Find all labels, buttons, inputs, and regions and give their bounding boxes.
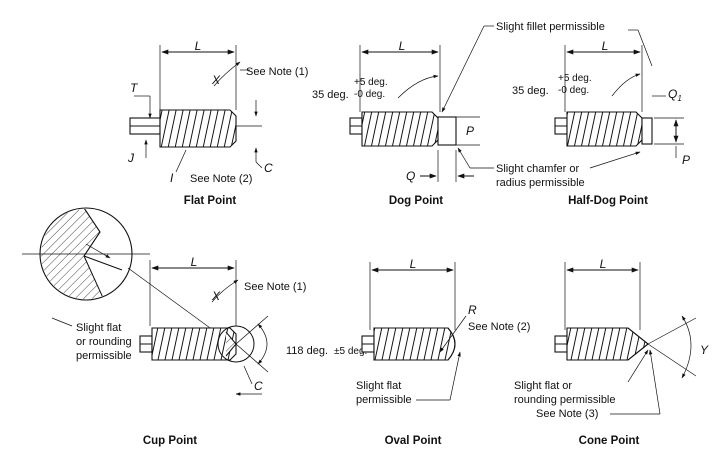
flat-X-label: X bbox=[211, 73, 221, 87]
cup-angle-118: 118 deg. bbox=[286, 345, 328, 357]
oval-see-note-2: See Note (2) bbox=[468, 321, 530, 333]
dog-point-figure: L 35 deg. +5 deg. -0 deg. P Q Slight fil… bbox=[312, 21, 653, 207]
flat-point-title: Flat Point bbox=[184, 195, 237, 207]
oval-L-label: L bbox=[410, 257, 417, 271]
dog-point-tip bbox=[437, 116, 457, 146]
cup-C-label: C bbox=[254, 379, 263, 393]
cone-flat-note-1: Slight flat or bbox=[514, 380, 572, 392]
flat-J-label: J bbox=[127, 151, 135, 165]
oval-point-title: Oval Point bbox=[385, 435, 442, 447]
half-dog-Q1-label: Q1 bbox=[668, 87, 682, 103]
cone-flat-note-2: rounding permissible bbox=[514, 394, 616, 406]
half-dog-angle-35: 35 deg. bbox=[512, 85, 549, 97]
dog-Q-label: Q bbox=[406, 169, 415, 183]
slight-fillet-note: Slight fillet permissible bbox=[496, 21, 605, 33]
oval-flat-note-2: permissible bbox=[356, 394, 412, 406]
cone-screw-thread bbox=[566, 327, 649, 361]
cup-point-title: Cup Point bbox=[143, 435, 197, 447]
half-dog-screw-thread bbox=[566, 111, 643, 147]
flat-see-note-2: See Note (2) bbox=[190, 173, 252, 185]
cup-L-label: L bbox=[191, 255, 198, 269]
half-dog-tol-minus: -0 deg. bbox=[558, 85, 589, 96]
half-dog-P-label: P bbox=[682, 153, 690, 167]
oval-screw-thread bbox=[373, 327, 456, 361]
oval-point-figure: L R See Note (2) Slight flat permissible… bbox=[356, 257, 530, 447]
dog-tol-plus: +5 deg. bbox=[354, 77, 388, 88]
cone-point-title: Cone Point bbox=[579, 435, 640, 447]
half-dog-L-label: L bbox=[602, 39, 609, 53]
dog-chamfer-note-1: Slight chamfer or bbox=[496, 163, 579, 175]
dog-tol-minus: -0 deg. bbox=[354, 89, 385, 100]
flat-C-label: C bbox=[264, 161, 273, 175]
half-dog-point-tip bbox=[641, 117, 653, 145]
cup-see-note-1: See Note (1) bbox=[244, 281, 306, 293]
cup-flat-note-2: or rounding bbox=[76, 336, 132, 348]
cone-Y-label: Y bbox=[700, 343, 709, 357]
dog-chamfer-note-2: radius permissible bbox=[496, 177, 585, 189]
cup-angle-tol: ±5 deg. bbox=[334, 346, 367, 357]
dog-P-label: P bbox=[466, 124, 474, 138]
flat-point-figure: L T J X See Note (1) C I See Note (2) Fl… bbox=[127, 39, 308, 207]
cone-point-figure: L Y Slight flat or rounding permissible … bbox=[514, 257, 709, 447]
cup-flat-note-1: Slight flat bbox=[76, 322, 121, 334]
half-dog-point-figure: L 35 deg. +5 deg. -0 deg. Q1 P Half-Dog … bbox=[512, 39, 690, 207]
cup-flat-note-3: permissible bbox=[76, 350, 132, 362]
cone-L-label: L bbox=[600, 257, 607, 271]
dog-point-title: Dog Point bbox=[389, 195, 443, 207]
flat-T-label: T bbox=[130, 81, 139, 95]
half-dog-tol-plus: +5 deg. bbox=[558, 73, 592, 84]
flat-I-label: I bbox=[170, 171, 174, 185]
dog-L-label: L bbox=[399, 39, 406, 53]
dog-angle-35: 35 deg. bbox=[312, 89, 349, 101]
flat-see-note-1: See Note (1) bbox=[246, 66, 308, 78]
oval-flat-note-1: Slight flat bbox=[356, 380, 401, 392]
cup-point-figure: Slight flat or rounding permissible L X … bbox=[22, 207, 367, 447]
oval-R-label: R bbox=[468, 303, 477, 317]
dog-screw-thread bbox=[361, 111, 439, 147]
cup-X-label: X bbox=[211, 289, 221, 303]
half-dog-point-title: Half-Dog Point bbox=[568, 195, 648, 207]
flat-L-label: L bbox=[195, 39, 202, 53]
flat-screw-thread bbox=[159, 109, 237, 148]
cone-see-note-3: See Note (3) bbox=[536, 408, 598, 420]
cup-screw-thread bbox=[151, 327, 237, 361]
